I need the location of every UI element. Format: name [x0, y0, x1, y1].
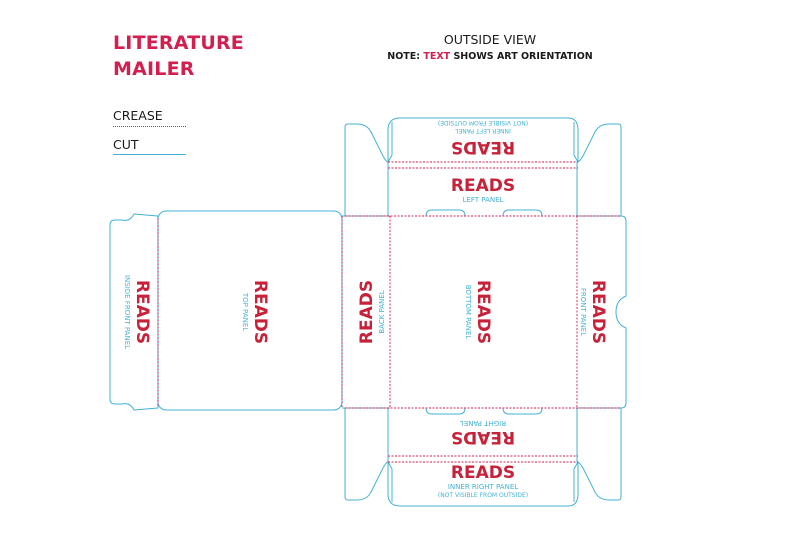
bottom-reads: READS [473, 280, 493, 344]
inner-right-panel-text: READS INNER RIGHT PANEL (NOT VISIBLE FRO… [438, 463, 528, 499]
back-reads: READS [357, 280, 377, 344]
cut-bottom-slots [425, 407, 543, 415]
inside-front-panel-text: READS INSIDE FRONT PANEL [123, 275, 152, 349]
cut-inside-front-flap [109, 213, 159, 411]
inner-left-panel-text: READS INNER LEFT PANEL (NOT VISIBLE FROM… [438, 119, 528, 157]
front-label: FRONT PANEL [579, 288, 587, 336]
left-panel-text: READS LEFT PANEL [451, 176, 515, 204]
note-emphasis: TEXT [423, 51, 451, 62]
cut-top-slots [425, 209, 543, 217]
cut-inner-left-flap [387, 117, 579, 162]
cut-lower-right-dust-flap [576, 408, 622, 501]
inside-front-label: INSIDE FRONT PANEL [123, 275, 131, 349]
cut-lower-left-dust-flap [344, 408, 389, 501]
right-label: RIGHT PANEL [460, 419, 506, 427]
legend-cut-label: CUT [113, 137, 139, 152]
right-panel-text: READS RIGHT PANEL [451, 419, 515, 447]
cut-inner-right-notches [387, 461, 579, 502]
inside-front-reads: READS [132, 280, 152, 344]
crease-lines [157, 161, 621, 463]
note-suffix: SHOWS ART ORIENTATION [453, 51, 593, 62]
right-reads: READS [451, 427, 515, 447]
inner-left-label: INNER LEFT PANEL [455, 127, 511, 134]
back-panel-text: READS BACK PANEL [357, 280, 386, 344]
left-label: LEFT PANEL [463, 196, 504, 204]
left-reads: READS [451, 176, 515, 196]
inner-right-reads: READS [451, 463, 515, 483]
cut-front-panel [577, 215, 627, 409]
bottom-panel-text: READS BOTTOM PANEL [464, 280, 493, 344]
cut-top-panel [157, 210, 343, 411]
diagram-title: LITERATURE MAILER [113, 30, 244, 82]
orientation-note: NOTE: TEXT SHOWS ART ORIENTATION [330, 51, 650, 62]
front-reads: READS [588, 280, 608, 344]
top-reads: READS [250, 280, 270, 344]
legend-cut-line [113, 154, 186, 155]
cut-upper-right-dust-flap [576, 123, 622, 216]
note-prefix: NOTE: [387, 51, 421, 62]
cut-inner-right-flap [387, 462, 579, 507]
inner-right-label: INNER RIGHT PANEL [448, 483, 518, 491]
inner-left-reads: READS [451, 137, 515, 157]
inner-right-sublabel: (NOT VISIBLE FROM OUTSIDE) [438, 492, 528, 499]
cut-upper-left-dust-flap [344, 123, 389, 216]
back-label: BACK PANEL [378, 290, 386, 333]
title-line-2: MAILER [113, 58, 195, 80]
title-line-1: LITERATURE [113, 32, 244, 54]
top-label: TOP PANEL [241, 292, 249, 331]
top-panel-text: READS TOP PANEL [241, 280, 270, 344]
cut-inner-left-notches [387, 122, 579, 163]
bottom-label: BOTTOM PANEL [464, 285, 472, 340]
legend-crease-label: CREASE [113, 108, 163, 123]
front-panel-text: READS FRONT PANEL [579, 280, 608, 344]
view-heading: OUTSIDE VIEW [443, 32, 537, 47]
legend-crease-line [113, 126, 186, 127]
inner-left-sublabel: (NOT VISIBLE FROM OUTSIDE) [438, 119, 528, 126]
